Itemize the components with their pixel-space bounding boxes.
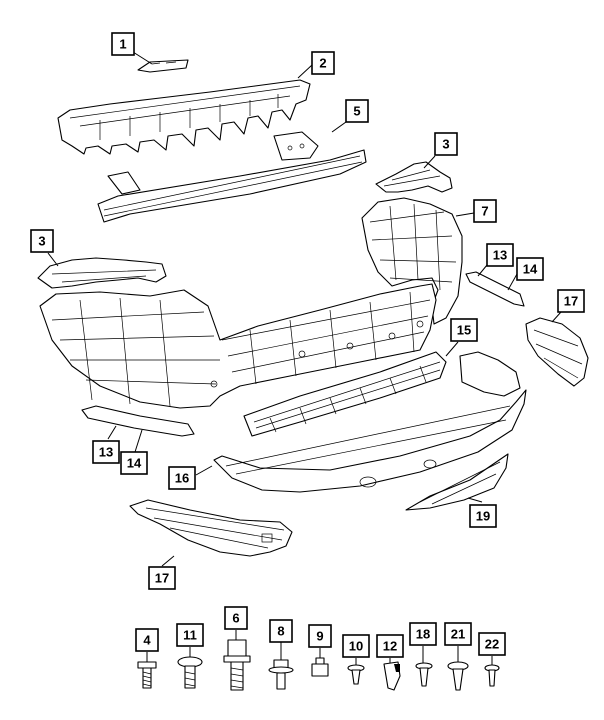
part-3-bracket-left	[37, 257, 167, 289]
fastener-10-push-pin	[347, 664, 365, 685]
callout-2: 2	[311, 51, 335, 75]
callout-11: 11	[176, 623, 204, 647]
callout-21: 21	[444, 622, 472, 646]
callout-13-right: 13	[486, 243, 514, 267]
svg-text:10: 10	[349, 639, 363, 654]
callout-14-right: 14	[516, 257, 544, 281]
part-13-14-molding-right	[465, 271, 525, 307]
part-2-energy-absorber	[57, 79, 311, 155]
callout-12: 12	[376, 634, 404, 658]
svg-text:3: 3	[442, 137, 449, 152]
callout-17-right: 17	[557, 289, 585, 313]
callout-8: 8	[269, 619, 293, 643]
fastener-22-pin	[484, 664, 500, 687]
svg-text:13: 13	[493, 248, 507, 263]
callout-15: 15	[450, 318, 478, 342]
callout-3-right: 3	[434, 132, 458, 156]
part-3-bracket-right	[375, 161, 453, 193]
callout-17-left: 17	[148, 566, 176, 590]
fastener-12-clip	[383, 661, 401, 691]
callout-7: 7	[473, 199, 497, 223]
svg-text:9: 9	[316, 629, 323, 644]
callout-14-left: 14	[120, 451, 148, 475]
svg-text:7: 7	[481, 204, 488, 219]
part-13-14-molding-left	[81, 405, 195, 437]
callout-22: 22	[478, 632, 506, 656]
svg-text:16: 16	[175, 471, 189, 486]
svg-text:8: 8	[277, 624, 284, 639]
svg-text:12: 12	[383, 639, 397, 654]
part-7-fascia-corner	[361, 197, 463, 325]
callout-13-left: 13	[92, 440, 120, 464]
fastener-9-clip	[311, 657, 329, 677]
part-1-bracket	[137, 59, 189, 73]
fastener-6-bolt	[223, 639, 251, 691]
svg-text:22: 22	[485, 637, 499, 652]
part-5-reinforcement-beam	[97, 131, 367, 223]
svg-text:5: 5	[353, 104, 360, 119]
part-19-lower-diffuser	[405, 453, 509, 511]
svg-text:14: 14	[523, 262, 538, 277]
svg-text:4: 4	[143, 633, 151, 648]
callout-16: 16	[168, 466, 196, 490]
callout-18: 18	[409, 622, 437, 646]
svg-text:19: 19	[476, 509, 490, 524]
svg-text:1: 1	[119, 37, 126, 52]
callout-6: 6	[224, 606, 248, 630]
fastener-21-push-rivet	[447, 661, 469, 691]
svg-text:18: 18	[416, 627, 430, 642]
svg-text:15: 15	[457, 323, 471, 338]
callout-10: 10	[342, 634, 370, 658]
svg-text:2: 2	[319, 56, 326, 71]
svg-text:21: 21	[451, 627, 465, 642]
svg-text:13: 13	[99, 445, 113, 460]
callout-9: 9	[308, 624, 332, 648]
callout-19: 19	[469, 504, 497, 528]
fastener-11-screw	[177, 656, 203, 689]
part-15-grille-panel	[243, 351, 447, 437]
part-16-lower-valance	[213, 351, 527, 493]
callout-5: 5	[345, 99, 369, 123]
part-rear-bumper-fascia	[39, 283, 437, 409]
part-17-end-cap-left	[129, 499, 293, 557]
svg-text:17: 17	[155, 571, 169, 586]
fastener-8-bolt	[268, 659, 294, 690]
leader-lines	[47, 51, 562, 665]
callout-1: 1	[111, 32, 135, 56]
part-17-end-cap-right	[525, 317, 589, 387]
callout-3-left: 3	[30, 229, 54, 253]
svg-text:3: 3	[38, 234, 45, 249]
svg-text:14: 14	[127, 456, 142, 471]
svg-text:17: 17	[564, 294, 578, 309]
fastener-4-bolt	[137, 661, 157, 689]
svg-text:6: 6	[232, 611, 239, 626]
svg-text:11: 11	[183, 628, 197, 643]
callout-4: 4	[135, 628, 159, 652]
fastener-18-rivet	[415, 662, 433, 687]
